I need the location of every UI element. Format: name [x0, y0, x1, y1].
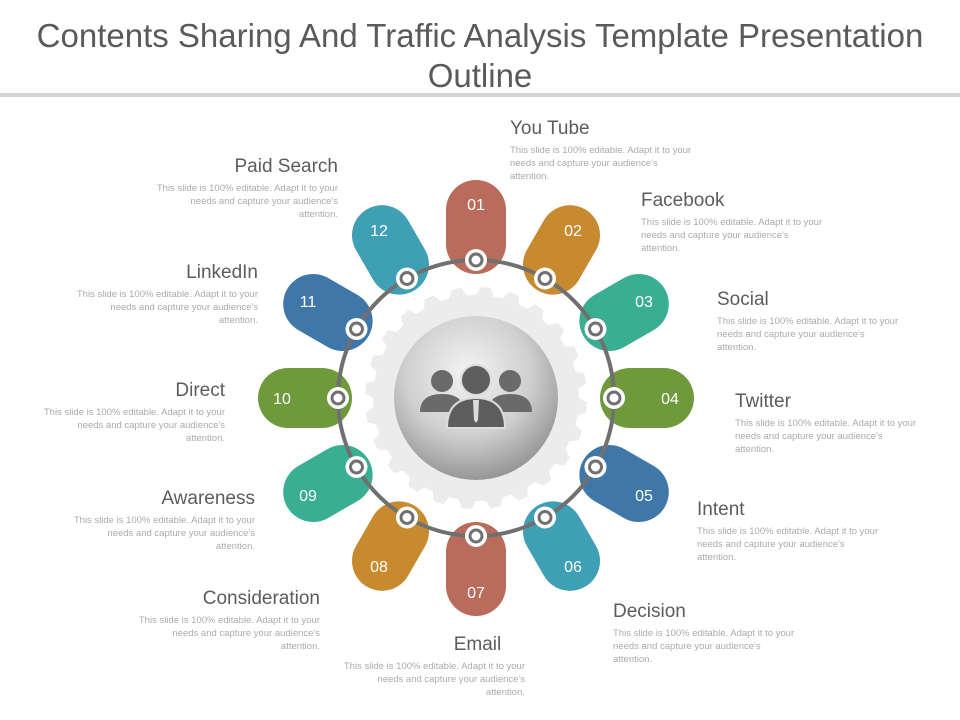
ring-node-02: [534, 267, 556, 290]
label-description-02: This slide is 100% editable. Adapt it to…: [641, 217, 823, 254]
label-title-03: Social: [717, 289, 769, 310]
label-description-12: This slide is 100% editable. Adapt it to…: [156, 183, 338, 220]
ring-node-inner-12: [399, 271, 415, 286]
ring-node-inner-01: [468, 252, 484, 268]
petal-number-11: 11: [300, 294, 317, 311]
ring-node-01: [465, 249, 487, 271]
people-group-icon: [420, 364, 532, 429]
label-title-06: Decision: [613, 601, 686, 622]
ring-node-inner-03: [588, 321, 603, 337]
label-title-08: Consideration: [202, 588, 320, 609]
ring-node-06: [534, 506, 556, 529]
ring-node-inner-08: [399, 510, 415, 525]
petal-number-01: 01: [467, 197, 485, 214]
ring-node-03: [584, 318, 607, 340]
ring-node-inner-11: [349, 321, 364, 337]
ring-node-inner-04: [606, 390, 622, 406]
ring-node-12: [396, 267, 418, 290]
ring-node-inner-02: [537, 271, 553, 286]
petal-number-09: 09: [299, 488, 317, 505]
petal-01: [446, 180, 506, 274]
ring-nodes: [327, 249, 625, 547]
title-divider: [0, 93, 960, 97]
label-description-10: This slide is 100% editable. Adapt it to…: [43, 407, 225, 444]
petal-number-12: 12: [370, 223, 388, 240]
petal-10: [258, 368, 352, 428]
petal-04: [600, 368, 694, 428]
label-description-08: This slide is 100% editable. Adapt it to…: [138, 615, 320, 652]
ring-node-11: [345, 318, 368, 340]
label-description-05: This slide is 100% editable. Adapt it to…: [697, 526, 879, 563]
label-title-07: Email: [453, 634, 502, 655]
label-title-12: Paid Search: [234, 156, 338, 177]
petal-number-05: 05: [635, 488, 653, 505]
ring-node-inner-05: [588, 459, 603, 475]
petal-number-07: 07: [467, 585, 485, 602]
petal-number-06: 06: [564, 559, 582, 576]
ring-node-inner-06: [537, 510, 553, 525]
page-title: Contents Sharing And Traffic Analysis Te…: [36, 17, 924, 94]
label-description-04: This slide is 100% editable. Adapt it to…: [735, 418, 917, 455]
label-title-10: Direct: [175, 380, 225, 401]
label-title-05: Intent: [697, 499, 745, 520]
ring-node-inner-07: [468, 528, 484, 544]
petal-number-04: 04: [661, 391, 679, 408]
petal-number-08: 08: [370, 559, 388, 576]
petal-07: [446, 522, 506, 616]
label-title-04: Twitter: [735, 391, 791, 412]
ring-node-08: [396, 506, 418, 529]
ring-node-inner-10: [330, 390, 346, 406]
ring-node-inner-09: [349, 459, 364, 475]
ring-node-09: [345, 456, 368, 478]
label-title-02: Facebook: [641, 190, 725, 211]
petal-number-10: 10: [273, 391, 291, 408]
label-title-11: LinkedIn: [186, 262, 258, 283]
label-description-09: This slide is 100% editable. Adapt it to…: [73, 515, 255, 552]
label-title-01: You Tube: [510, 118, 590, 139]
label-description-01: This slide is 100% editable. Adapt it to…: [510, 145, 692, 182]
ring-node-10: [327, 387, 349, 409]
label-description-07: This slide is 100% editable. Adapt it to…: [343, 661, 525, 698]
label-title-09: Awareness: [161, 488, 255, 509]
petal-number-03: 03: [635, 294, 653, 311]
label-description-11: This slide is 100% editable. Adapt it to…: [76, 289, 258, 326]
ring-node-04: [603, 387, 625, 409]
petal-number-02: 02: [564, 223, 582, 240]
ring-node-05: [584, 456, 607, 478]
label-description-06: This slide is 100% editable. Adapt it to…: [613, 628, 795, 665]
ring-node-07: [465, 525, 487, 547]
label-description-03: This slide is 100% editable. Adapt it to…: [717, 316, 899, 353]
